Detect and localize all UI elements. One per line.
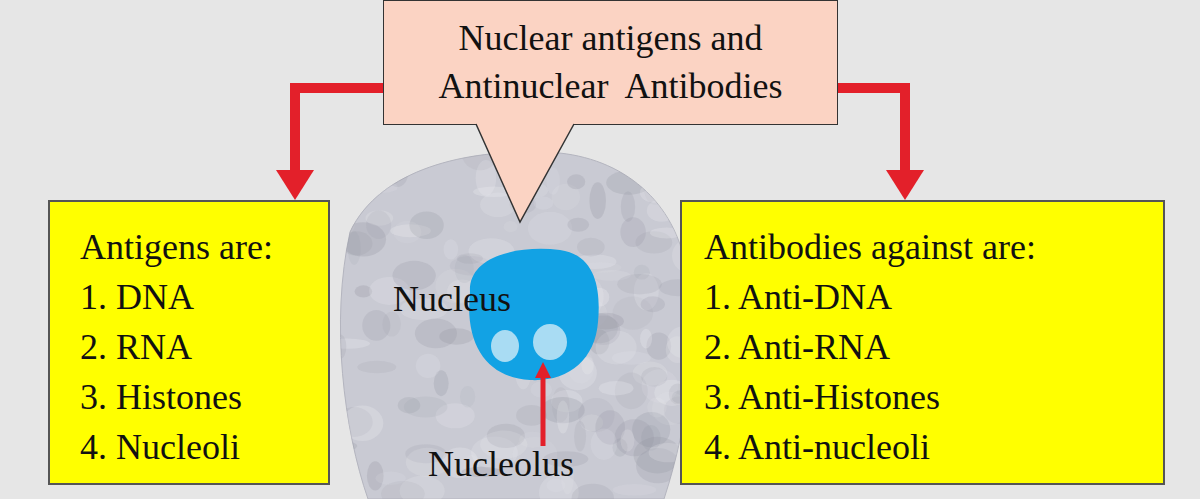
texture-blot	[650, 227, 684, 238]
texture-blot	[386, 159, 408, 187]
texture-blot	[334, 334, 346, 358]
texture-blot	[398, 397, 420, 414]
texture-blot	[599, 381, 634, 395]
texture-blot	[647, 397, 666, 417]
texture-blot	[674, 142, 691, 176]
texture-blot	[366, 211, 391, 239]
texture-blot	[668, 159, 689, 174]
title-line: Nuclear antigens and	[459, 14, 763, 62]
texture-blot	[393, 221, 421, 243]
texture-blot	[591, 428, 617, 460]
texture-blot	[647, 199, 676, 221]
texture-blot	[325, 338, 370, 348]
nucleolus-pointer-arrow	[541, 378, 546, 446]
texture-blot	[371, 182, 398, 193]
texture-blot	[567, 218, 589, 232]
texture-blot	[567, 174, 585, 189]
list-item: 4. Nucleoli	[80, 422, 240, 472]
texture-blot	[647, 153, 684, 174]
list-item: 2. Anti-RNA	[704, 322, 890, 372]
elbow-arrow	[295, 88, 383, 170]
texture-blot	[654, 155, 679, 175]
texture-blot	[572, 484, 614, 499]
texture-blot	[415, 319, 457, 349]
list-item: 3. Histones	[80, 372, 242, 422]
callout-pointer-outline	[476, 124, 574, 222]
texture-blot	[341, 187, 356, 200]
list-item: 3. Anti-Histones	[704, 372, 940, 422]
antigen-list-box: Antigens are:1. DNA2. RNA3. Histones4. N…	[48, 200, 330, 485]
texture-blot	[634, 265, 650, 280]
nucleolus-shape	[491, 330, 519, 362]
list-heading: Antigens are:	[80, 222, 273, 272]
nucleolus-label: Nucleolus	[428, 443, 574, 485]
texture-blot	[534, 196, 554, 209]
texture-blot	[528, 212, 572, 245]
texture-blot	[690, 149, 706, 168]
texture-blot	[684, 163, 711, 182]
cell-body	[340, 152, 691, 499]
title-line: Antinuclear Antibodies	[439, 62, 783, 110]
texture-blot	[393, 143, 422, 169]
texture-blot	[497, 139, 513, 151]
nucleus-label: Nucleus	[393, 278, 511, 320]
texture-blot	[381, 481, 425, 499]
callout-pointer-fill	[476, 123, 574, 222]
texture-blot	[621, 429, 635, 451]
nucleolus-shape	[533, 324, 567, 360]
texture-blot	[504, 221, 518, 232]
texture-blot	[377, 154, 406, 175]
texture-blot	[319, 141, 356, 178]
texture-blot	[331, 229, 346, 239]
texture-blot	[460, 386, 475, 408]
texture-blot	[462, 135, 499, 170]
texture-blot	[613, 484, 657, 495]
texture-blot	[362, 310, 390, 341]
texture-blot	[674, 166, 693, 177]
texture-blot	[342, 405, 384, 441]
list-item: 4. Anti-nucleoli	[704, 422, 930, 472]
texture-blot	[400, 145, 418, 169]
list-item: 1. DNA	[80, 272, 194, 322]
list-item: 2. RNA	[80, 322, 192, 372]
texture-blot	[589, 182, 606, 219]
texture-blot	[574, 421, 586, 452]
texture-blot	[640, 183, 668, 203]
cell-texture	[314, 135, 711, 499]
antibody-list-box: Antibodies against are:1. Anti-DNA2. Ant…	[680, 200, 1165, 485]
texture-blot	[552, 387, 570, 422]
texture-blot	[352, 162, 379, 198]
texture-blot	[640, 329, 652, 349]
texture-blot	[357, 361, 396, 373]
title-box: Nuclear antigens andAntinuclear Antibodi…	[383, 0, 838, 125]
texture-blot	[665, 141, 704, 168]
texture-blot	[515, 182, 548, 199]
elbow-arrow	[838, 88, 905, 170]
texture-blot	[473, 186, 515, 197]
texture-blot	[457, 253, 483, 263]
texture-blot	[416, 354, 441, 378]
texture-blot	[621, 191, 635, 221]
texture-blot	[444, 239, 459, 259]
texture-blot	[390, 137, 423, 170]
list-heading: Antibodies against are:	[704, 222, 1036, 272]
texture-blot	[641, 296, 665, 312]
list-item: 1. Anti-DNA	[704, 272, 892, 322]
texture-blot	[358, 168, 371, 194]
texture-blot	[348, 231, 361, 265]
texture-blot	[348, 169, 386, 198]
texture-blot	[546, 168, 560, 195]
texture-blot	[577, 238, 605, 257]
